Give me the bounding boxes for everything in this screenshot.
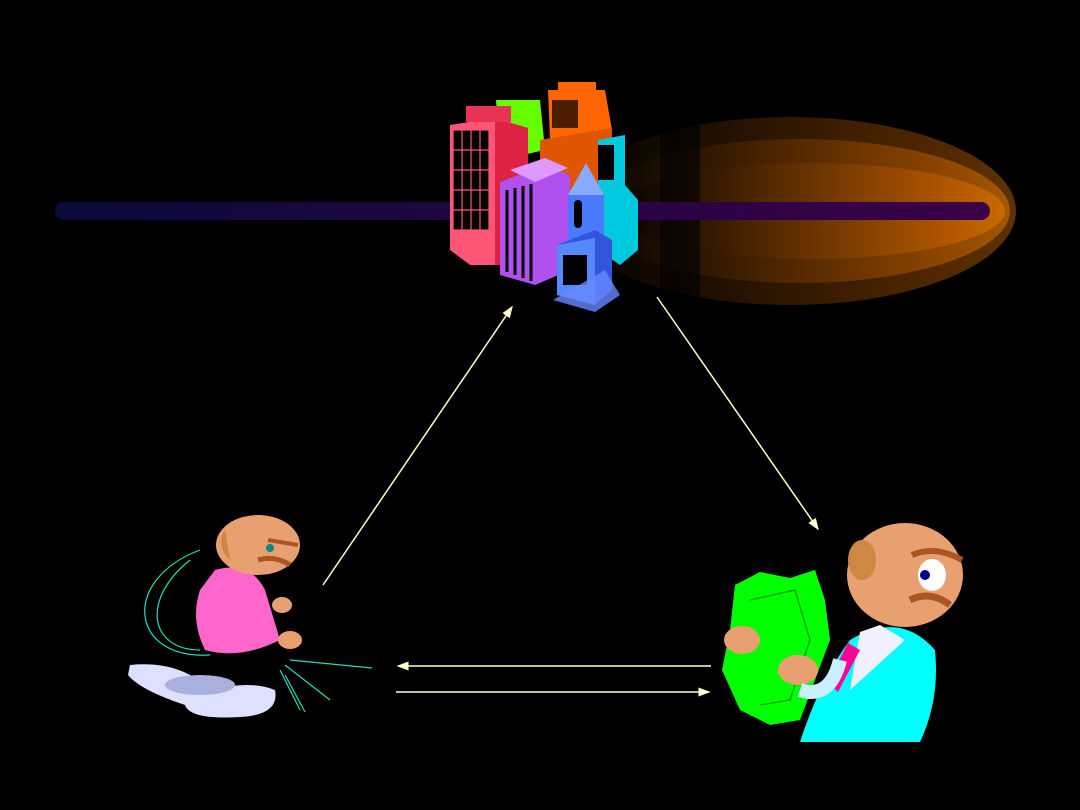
arrow-to-city [322,305,513,586]
running-man-icon [128,515,373,718]
city-buildings-icon [450,82,638,312]
comet-glow [564,110,1016,310]
man-holding-money-icon [722,523,964,742]
arrow-to-investor [656,296,819,531]
arrows [322,296,819,697]
